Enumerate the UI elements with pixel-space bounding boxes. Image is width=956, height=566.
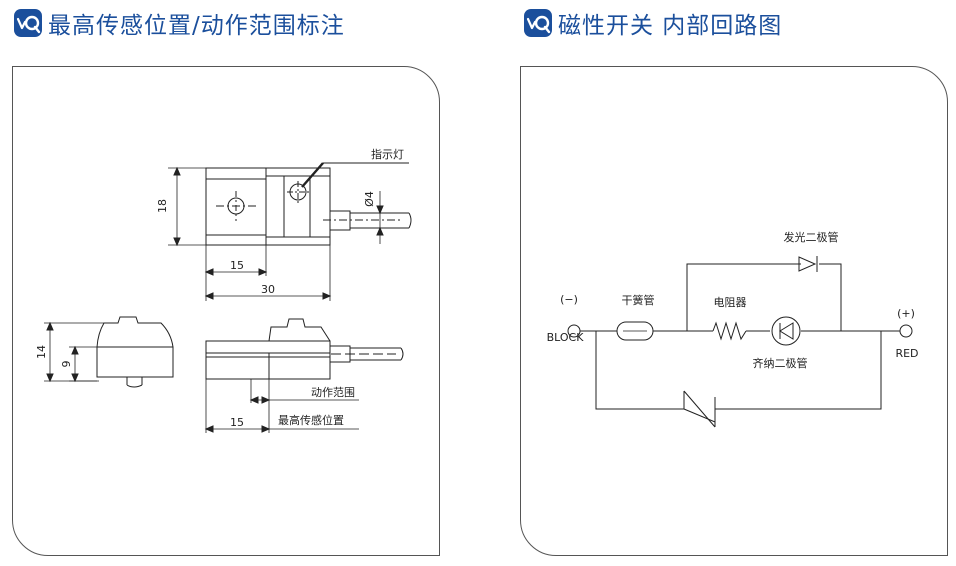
zener-diode-label: 齐纳二极管	[753, 356, 808, 370]
dim-30-label: 30	[261, 283, 275, 296]
dim-9-label: 9	[60, 361, 73, 368]
left-title-bar: 最高传感位置/动作范围标注	[14, 8, 345, 39]
dim-15-bottom-label: 15	[230, 416, 244, 429]
end-view	[44, 316, 174, 388]
red-label: RED	[895, 347, 918, 360]
dim-14-label: 14	[35, 345, 48, 359]
dim-height-label: 18	[156, 199, 169, 213]
top-view	[168, 162, 412, 301]
zener-diode-symbol	[771, 316, 801, 346]
right-title-bar: 磁性开关 内部回路图	[524, 8, 783, 39]
q-logo-icon	[524, 9, 552, 37]
circuit-panel: (−) BLOCK 干簧管 电阻器 发光二极管 齐纳二极管 (+) RED	[520, 66, 948, 556]
red-terminal	[899, 324, 913, 338]
dim-diameter-label: Ø4	[363, 191, 376, 207]
dimension-drawing: 指示灯 18 Ø4 15 30 14 9 动作范围 最高传感位置 15	[35, 147, 412, 433]
max-sensing-label: 最高传感位置	[278, 413, 344, 427]
block-terminal	[567, 324, 581, 338]
dim-15-top-label: 15	[230, 259, 244, 272]
dimension-panel: 指示灯 18 Ø4 15 30 14 9 动作范围 最高传感位置 15	[12, 66, 440, 556]
reed-switch	[616, 321, 654, 341]
reed-switch-label: 干簧管	[622, 293, 655, 307]
minus-label: (−)	[560, 293, 578, 306]
led-symbol	[798, 256, 818, 272]
block-label: BLOCK	[547, 331, 585, 344]
circuit-diagram: (−) BLOCK 干簧管 电阻器 发光二极管 齐纳二极管 (+) RED	[547, 230, 919, 428]
resistor-symbol	[712, 321, 747, 341]
led-label: 发光二极管	[784, 230, 839, 244]
resistor-label: 电阻器	[714, 296, 747, 309]
left-title: 最高传感位置/动作范围标注	[48, 13, 345, 39]
q-logo-icon	[14, 9, 42, 37]
right-title: 磁性开关 内部回路图	[558, 13, 783, 39]
side-view	[204, 318, 404, 433]
action-range-label: 动作范围	[311, 385, 355, 399]
plus-label: (+)	[897, 307, 915, 320]
indicator-label: 指示灯	[371, 147, 404, 161]
